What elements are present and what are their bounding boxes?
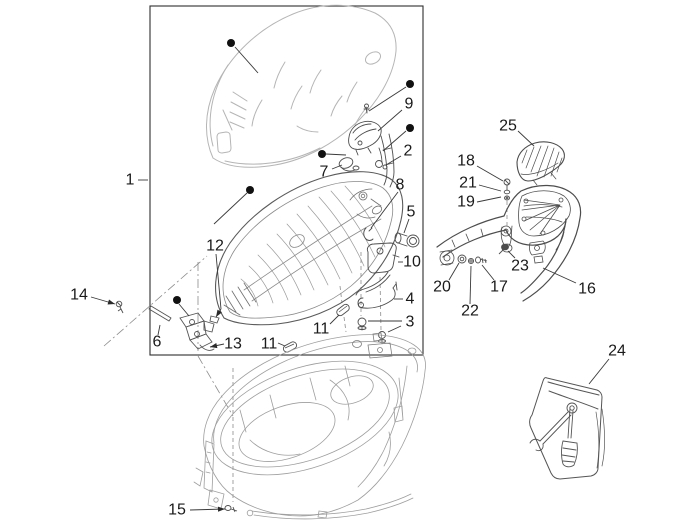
- leader-line: [517, 130, 535, 147]
- leader-line: [481, 264, 495, 281]
- leader-arrowhead: [210, 342, 218, 349]
- leader-line: [329, 314, 340, 325]
- screw-15-drawing: [224, 505, 238, 513]
- callout-10-saddle-latch: 10: [403, 254, 421, 271]
- callout-12-shim: 12: [206, 238, 224, 255]
- leader-line: [157, 324, 161, 336]
- luggage-rack-drawing: [436, 184, 582, 302]
- callout-17-screw: 17: [490, 279, 508, 296]
- lock-latch-parts-drawing: [355, 227, 420, 344]
- leader-arrowhead: [217, 506, 225, 512]
- callout-8-retaining-clip: 8: [396, 177, 405, 194]
- leader-line: [476, 165, 504, 182]
- callout-20-washer: 20: [433, 279, 451, 296]
- leader-line: [277, 342, 286, 347]
- rack-fasteners-drawing: [457, 178, 511, 265]
- callout-4-release-cable: 4: [406, 291, 415, 308]
- leader-line: [368, 86, 407, 112]
- callout-11-rubber-buffer: 11: [313, 321, 330, 338]
- callout-22-spacer-ring: 22: [461, 303, 479, 320]
- leader-arrowhead: [216, 309, 222, 317]
- leader-line: [478, 184, 502, 192]
- callout-24-tool-kit-bag: 24: [608, 343, 626, 360]
- saddle-base-drawing: [215, 171, 404, 326]
- callout-18-screw: 18: [457, 153, 475, 170]
- leader-line: [213, 192, 248, 225]
- seat-hinge-parts-drawing: [338, 103, 395, 188]
- callout-16-luggage-rack: 16: [578, 281, 596, 298]
- diagram-frame: [149, 5, 424, 356]
- callout-6-hinge-pin: 6: [153, 334, 162, 351]
- leader-line: [370, 191, 399, 229]
- leader-line: [385, 155, 402, 166]
- callout-15-fixing-screw: 15: [168, 502, 186, 519]
- callout-7-spacer-roller: 7: [320, 164, 329, 181]
- leader-line: [448, 262, 460, 281]
- hinge-bracket-parts-drawing: [148, 305, 220, 351]
- screw-14-drawing: [115, 300, 124, 314]
- leader-line: [542, 267, 577, 284]
- callout-23-special-screw: 23: [511, 258, 529, 275]
- callout-11-rubber-buffer: 11: [261, 336, 278, 353]
- leader-line: [215, 253, 222, 310]
- callout-labels-layer: 1234567891011111213141516171819202122232…: [70, 96, 626, 519]
- leader-line: [387, 325, 402, 333]
- callout-5-lock-cylinder: 5: [407, 204, 416, 221]
- bullet-marker-upper-screw: [406, 80, 414, 88]
- leader-line: [382, 130, 407, 152]
- leader-line: [377, 109, 403, 132]
- seat-cover-drawing: [206, 4, 397, 168]
- leader-line: [178, 303, 190, 317]
- leader-line: [476, 196, 502, 203]
- helmet-compartment-drawing: [193, 332, 426, 520]
- backrest-pad-drawing: [516, 141, 565, 186]
- bullet-marker-seat-cover: [227, 39, 235, 47]
- callout-19-washer: 19: [457, 194, 475, 211]
- leader-line: [507, 250, 516, 259]
- leader-line: [234, 46, 259, 74]
- leader-line: [325, 153, 347, 156]
- bullet-marker-saddle-base: [246, 186, 254, 194]
- bullet-markers-layer: [173, 39, 414, 304]
- leader-arrowhead: [107, 299, 115, 305]
- callout-2-hinge-bushing: 2: [404, 143, 413, 160]
- leader-line: [469, 265, 472, 305]
- leader-lines-layer: [90, 46, 610, 512]
- leader-line: [331, 164, 343, 170]
- callout-21-spring-washer: 21: [459, 175, 477, 192]
- bullet-marker-hinge-bracket: [173, 296, 181, 304]
- leader-line: [588, 358, 610, 385]
- callout-13-hinge-bracket-stop: 13: [224, 336, 242, 353]
- bullet-marker-hinge-link: [318, 150, 326, 158]
- callout-3-fixing-screws: 3: [406, 314, 415, 331]
- tool-kit-bag-drawing: [529, 377, 605, 480]
- callout-14-self-tapping-screw: 14: [70, 287, 88, 304]
- callout-9-hinge-cover: 9: [405, 96, 414, 113]
- leader-line: [403, 218, 410, 234]
- callout-25-backrest-pad: 25: [499, 118, 517, 135]
- callout-1-saddle-assembly: 1: [126, 172, 135, 189]
- bullet-marker-hinge-pin-link: [406, 124, 414, 132]
